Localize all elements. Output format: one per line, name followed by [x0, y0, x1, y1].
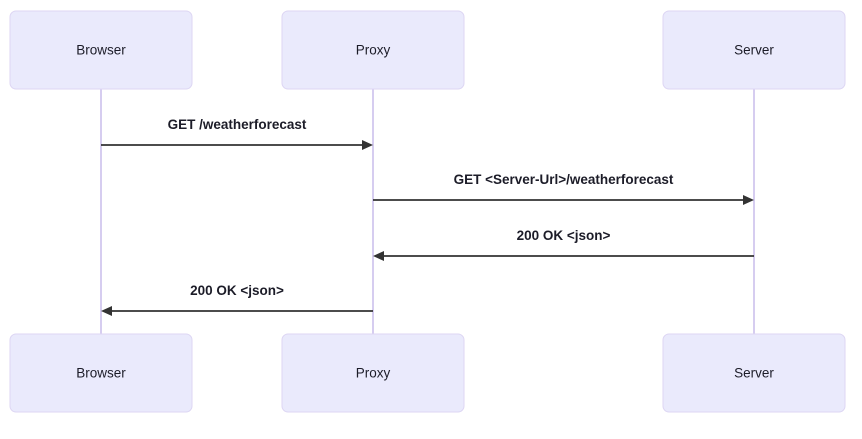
message-arrowhead — [101, 306, 112, 316]
message-label: GET <Server-Url>/weatherforecast — [454, 172, 674, 187]
actor-box-rect — [9, 333, 193, 413]
lifelines-layer — [100, 89, 755, 334]
actor-label-proxy: Proxy — [356, 366, 391, 381]
actor-label-server: Server — [734, 366, 774, 381]
actor-box-browser-top[interactable]: Browser — [9, 10, 193, 90]
actor-box-server-bottom[interactable]: Server — [662, 333, 846, 413]
message-msg-1[interactable]: GET /weatherforecast — [101, 117, 373, 150]
actor-box-browser-bottom[interactable]: Browser — [9, 333, 193, 413]
actor-box-server-top[interactable]: Server — [662, 10, 846, 90]
actor-box-proxy-top[interactable]: Proxy — [281, 10, 465, 90]
actor-label-browser: Browser — [76, 366, 126, 381]
message-label: 200 OK <json> — [517, 228, 611, 243]
message-arrowhead — [362, 140, 373, 150]
message-arrowhead — [743, 195, 754, 205]
actor-box-proxy-bottom[interactable]: Proxy — [281, 333, 465, 413]
message-msg-3[interactable]: 200 OK <json> — [373, 228, 754, 261]
actor-box-rect — [662, 10, 846, 90]
message-label: 200 OK <json> — [190, 283, 284, 298]
actor-label-browser: Browser — [76, 43, 126, 58]
message-label: GET /weatherforecast — [168, 117, 307, 132]
actor-box-rect — [281, 333, 465, 413]
actor-label-proxy: Proxy — [356, 43, 391, 58]
actor-box-rect — [281, 10, 465, 90]
actor-label-server: Server — [734, 43, 774, 58]
actor-box-rect — [9, 10, 193, 90]
message-msg-2[interactable]: GET <Server-Url>/weatherforecast — [373, 172, 754, 205]
actor-box-rect — [662, 333, 846, 413]
message-msg-4[interactable]: 200 OK <json> — [101, 283, 373, 316]
message-arrowhead — [373, 251, 384, 261]
